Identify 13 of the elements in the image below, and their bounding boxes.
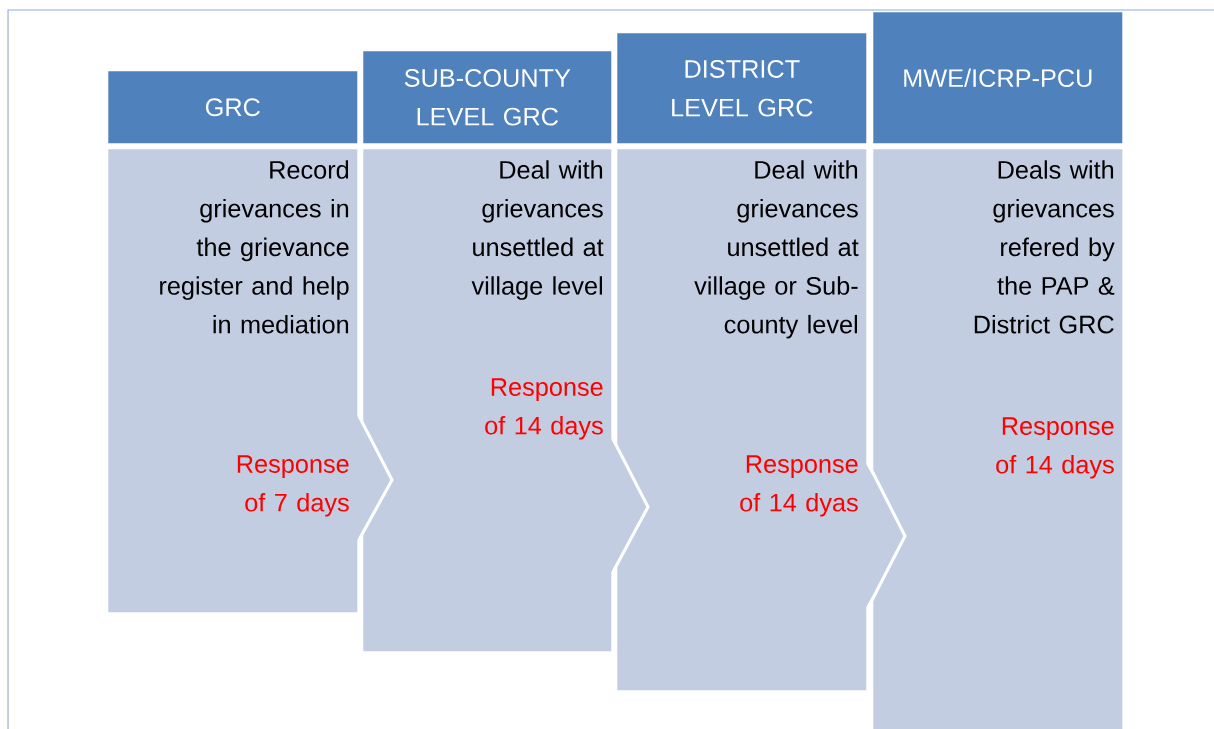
node-label: Deal with grievances unsettled at village or Sub-county level (694, 160, 859, 339)
process-panel: Deal with grievances unsettled at village or Sub-county level Response of 14 dyas (617, 149, 907, 691)
header-box: SUB-COUNTY LEVEL GRC (363, 51, 612, 144)
process-panel: Deal with grievances unsettled at village level Response of 14 days (363, 149, 650, 652)
node-label: Deal with grievances unsettled at village level (471, 160, 604, 300)
node-label: Record grievances in the grievance register and help in mediation (160, 160, 349, 334)
process-panel: Record grievances in the grievance register and help in mediation Response of 7 days (108, 149, 394, 613)
node-label: Response of 7 days (237, 455, 349, 517)
header-box: MWE/ICRP-PCU (873, 12, 1123, 144)
header-box: DISTRICT LEVEL GRC (617, 33, 867, 144)
node-label: Response of 14 days (485, 378, 603, 440)
header-box: GRC (108, 71, 358, 144)
node-label: Response of 14 dyas (740, 455, 858, 517)
